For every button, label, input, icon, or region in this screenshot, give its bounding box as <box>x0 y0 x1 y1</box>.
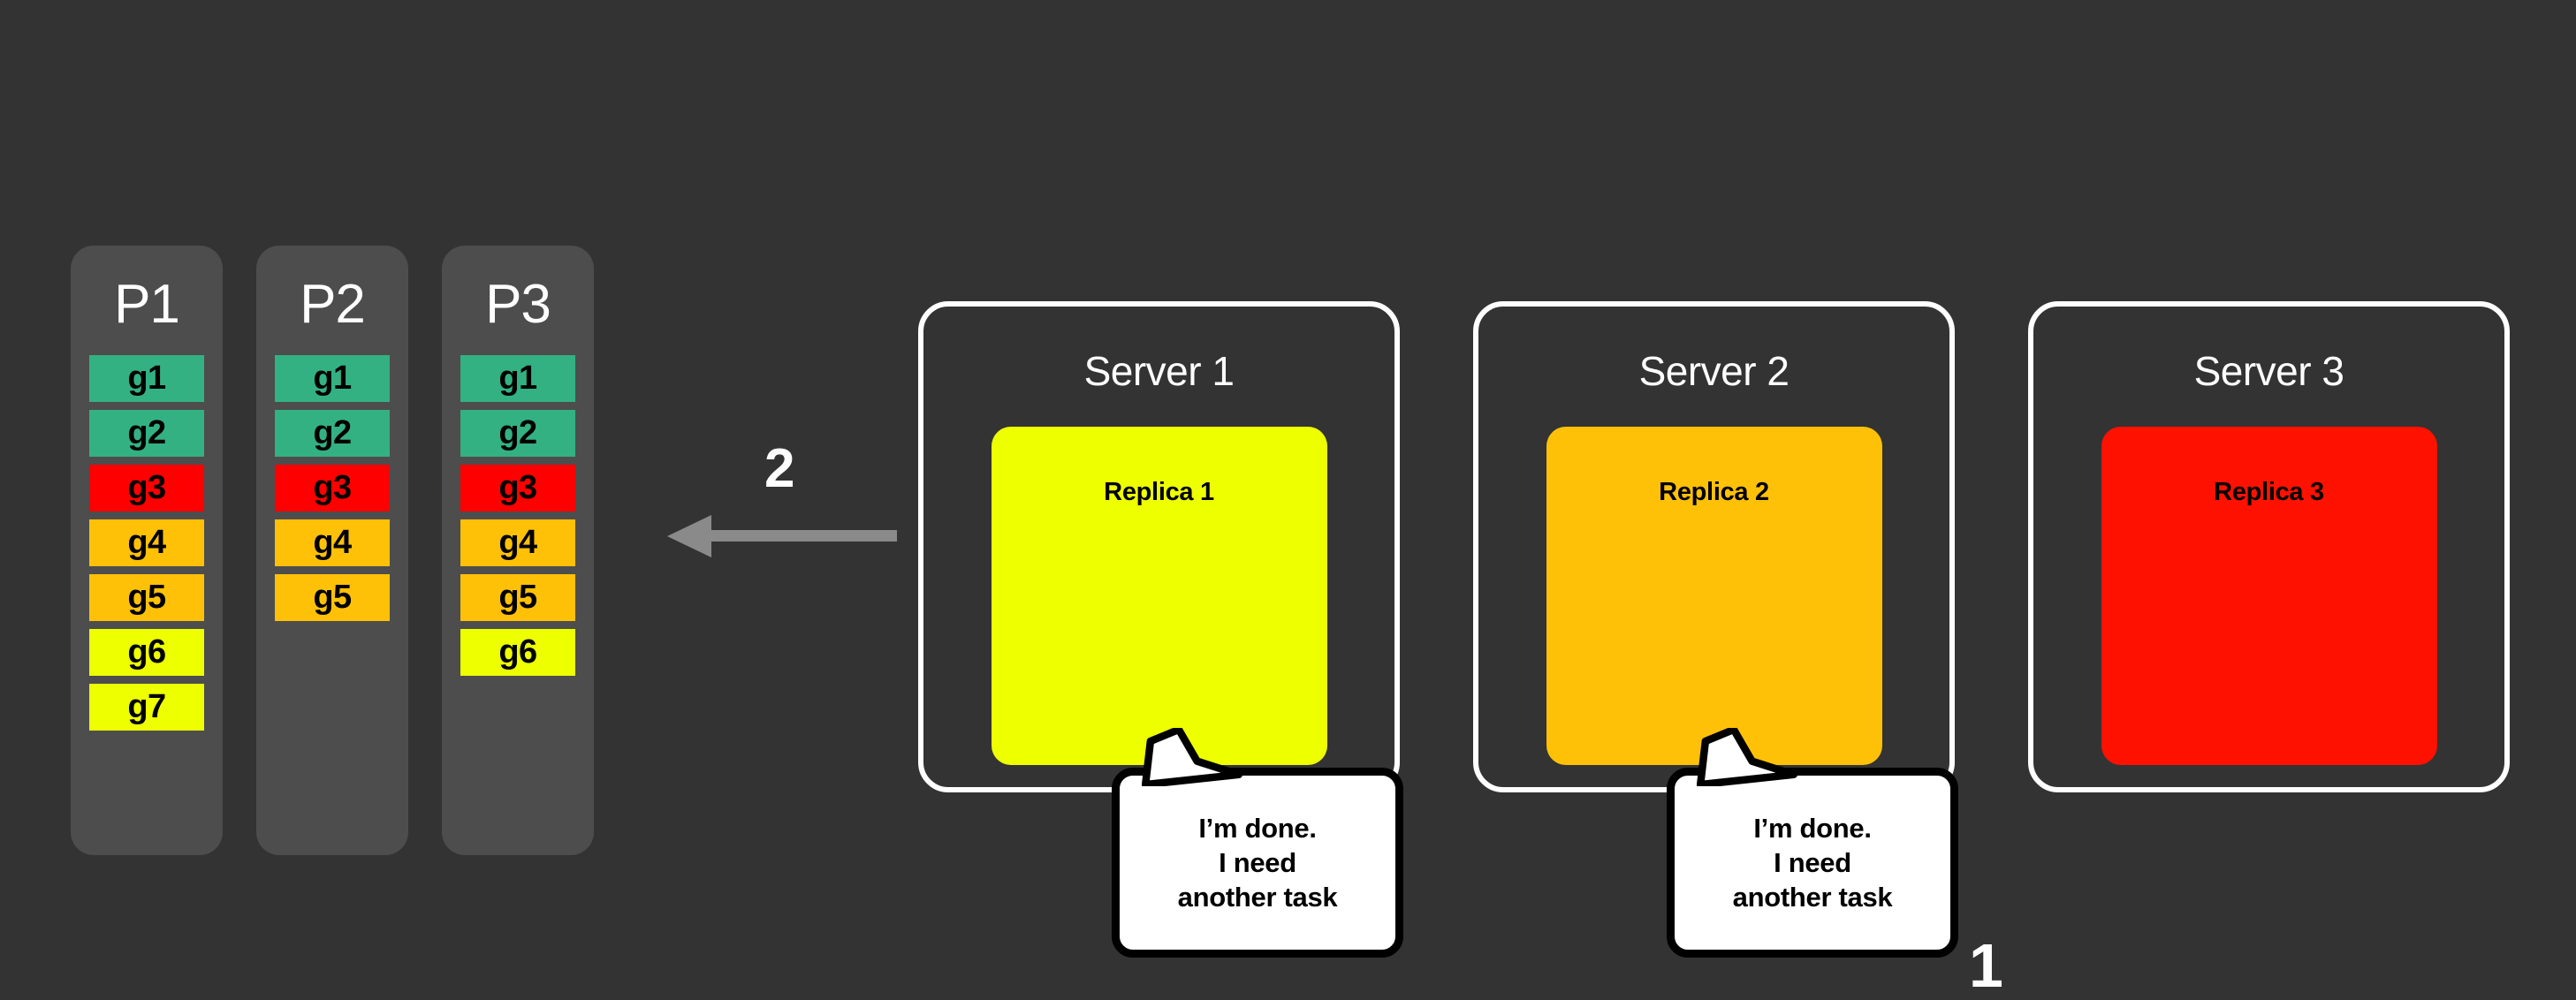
task-list: g1 g2 g3 g4 g5 g6 <box>442 355 594 676</box>
server-card-1[interactable]: Server 1 Replica 1 <box>918 301 1400 792</box>
task-block[interactable]: g3 <box>460 465 575 511</box>
task-block[interactable]: g6 <box>89 629 204 676</box>
task-block[interactable]: g7 <box>89 684 204 731</box>
bubble-line: I’m done. <box>1753 812 1872 844</box>
replica-box-2[interactable]: Replica 2 <box>1546 427 1882 765</box>
partition-title: P1 <box>114 274 180 335</box>
task-block[interactable]: g5 <box>89 574 204 621</box>
partition-column-p2[interactable]: P2 g1 g2 g3 g4 g5 <box>256 246 408 855</box>
server-card-3[interactable]: Server 3 Replica 3 <box>2028 301 2510 792</box>
step-2-label: 2 <box>764 438 795 499</box>
replica-label: Replica 3 <box>2214 478 2324 506</box>
server-card-2[interactable]: Server 2 Replica 2 <box>1473 301 1955 792</box>
arrow-shaft-icon <box>710 530 897 542</box>
flow-arrow-group: 2 <box>667 442 897 565</box>
replica-label: Replica 2 <box>1659 478 1769 506</box>
task-block[interactable]: g6 <box>460 629 575 676</box>
task-block[interactable]: g5 <box>275 574 390 621</box>
bubble-line: another task <box>1732 882 1893 913</box>
server-title: Server 1 <box>1083 348 1235 394</box>
task-block[interactable]: g2 <box>460 410 575 457</box>
replica-label: Replica 1 <box>1104 478 1214 506</box>
task-block[interactable]: g4 <box>89 519 204 566</box>
task-block[interactable]: g1 <box>460 355 575 402</box>
step-1-label: 1 <box>1969 931 2003 1000</box>
server-group: Server 1 Replica 1 Server 2 Replica 2 Se… <box>918 301 2510 792</box>
speech-bubble-tail-icon <box>1696 728 1798 786</box>
replica-box-1[interactable]: Replica 1 <box>991 427 1327 765</box>
partition-group: P1 g1 g2 g3 g4 g5 g6 g7 P2 g1 g2 g3 g4 g… <box>71 246 594 855</box>
task-block[interactable]: g4 <box>275 519 390 566</box>
speech-bubble-server-1: I’m done. I need another task <box>1112 728 1403 958</box>
speech-bubble-tail-icon <box>1141 728 1243 786</box>
task-block[interactable]: g1 <box>275 355 390 402</box>
bubble-line: I need <box>1219 846 1296 878</box>
bubble-line: another task <box>1177 882 1338 913</box>
replica-box-3[interactable]: Replica 3 <box>2101 427 2437 765</box>
server-title: Server 2 <box>1638 348 1790 394</box>
partition-column-p3[interactable]: P3 g1 g2 g3 g4 g5 g6 <box>442 246 594 855</box>
partition-column-p1[interactable]: P1 g1 g2 g3 g4 g5 g6 g7 <box>71 246 223 855</box>
task-block[interactable]: g5 <box>460 574 575 621</box>
partition-title: P2 <box>300 274 366 335</box>
task-block[interactable]: g2 <box>275 410 390 457</box>
arrow-left-icon <box>667 515 711 557</box>
bubble-line: I’m done. <box>1198 812 1317 844</box>
speech-bubble-server-2: I’m done. I need another task <box>1667 728 1958 958</box>
bubble-line: I need <box>1774 846 1851 878</box>
task-block[interactable]: g2 <box>89 410 204 457</box>
task-block[interactable]: g3 <box>89 465 204 511</box>
task-block[interactable]: g3 <box>275 465 390 511</box>
task-block[interactable]: g4 <box>460 519 575 566</box>
task-block[interactable]: g1 <box>89 355 204 402</box>
task-list: g1 g2 g3 g4 g5 <box>256 355 408 621</box>
task-list: g1 g2 g3 g4 g5 g6 g7 <box>71 355 223 731</box>
server-title: Server 3 <box>2193 348 2344 394</box>
partition-title: P3 <box>485 274 551 335</box>
